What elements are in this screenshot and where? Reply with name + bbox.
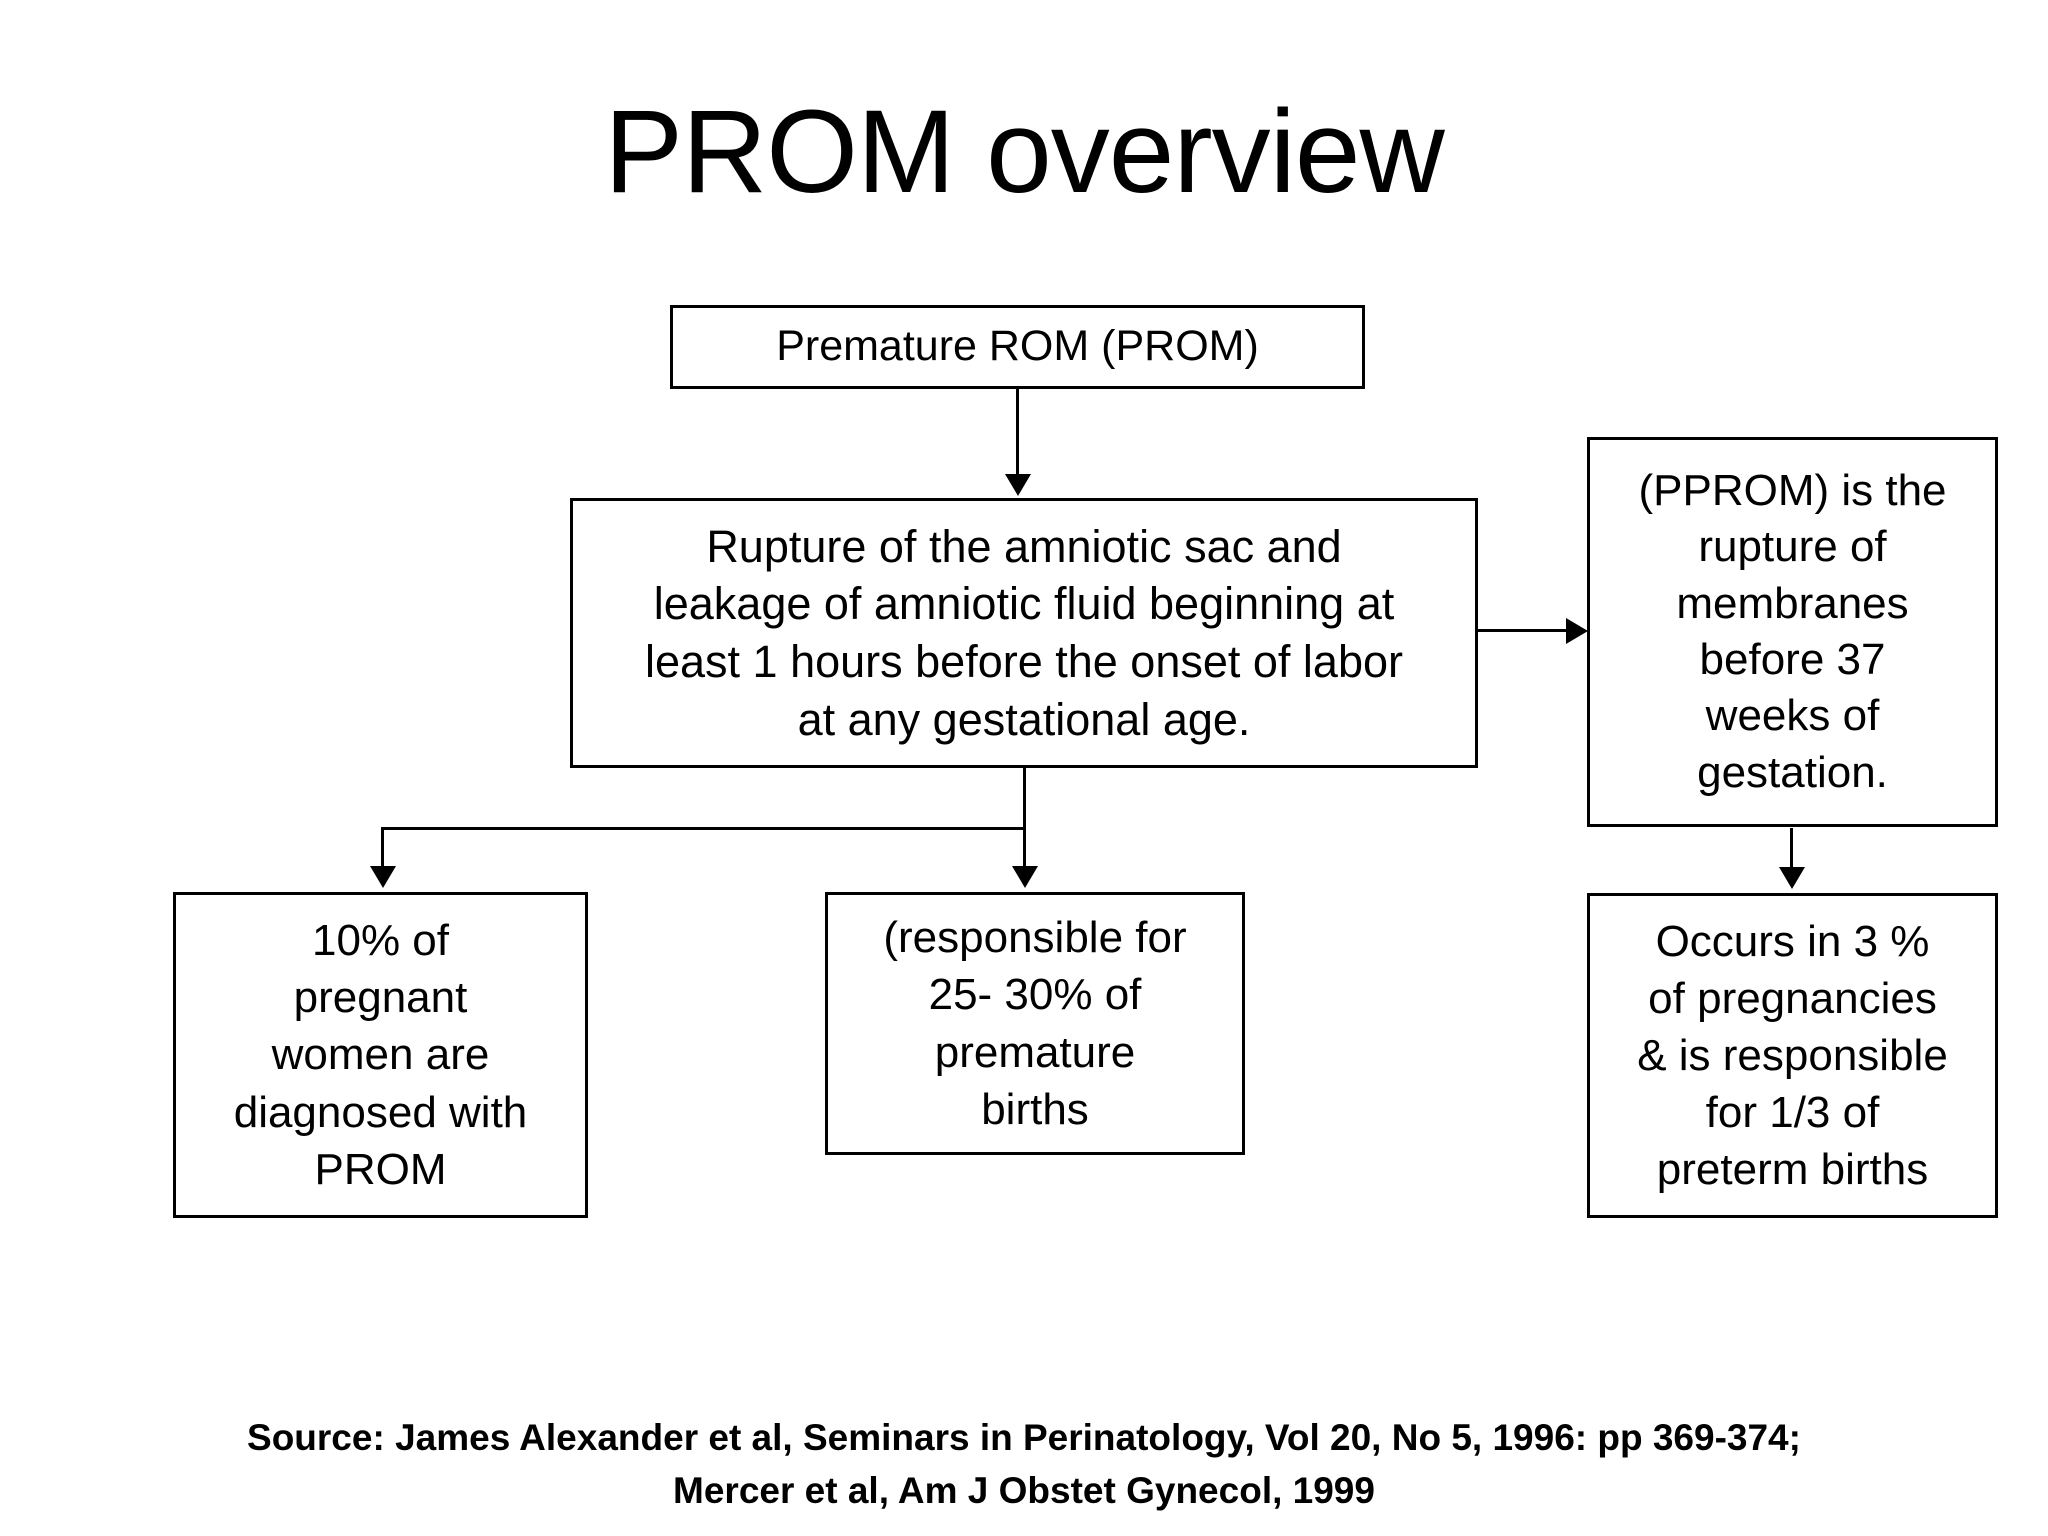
- page-title: PROM overview: [604, 86, 1444, 218]
- node-ten-percent-diagnosed: 10% of pregnant women are diagnosed with…: [173, 892, 588, 1218]
- node-pprom-definition: (PPROM) is the rupture of membranes befo…: [1587, 437, 1998, 827]
- node-prom-definition-label: Rupture of the amniotic sac and leakage …: [645, 520, 1403, 745]
- node-premature-rom-label: Premature ROM (PROM): [776, 322, 1259, 371]
- connector-definition-to-ten-percent: [381, 827, 384, 869]
- source-citation: Source: James Alexander et al, Seminars …: [0, 1412, 2048, 1517]
- node-responsible-premature-births-label: (responsible for 25- 30% of premature bi…: [883, 913, 1187, 1134]
- arrow-down-icon: [1779, 867, 1805, 889]
- node-responsible-premature-births: (responsible for 25- 30% of premature bi…: [825, 892, 1245, 1155]
- node-ten-percent-diagnosed-label: 10% of pregnant women are diagnosed with…: [233, 916, 528, 1194]
- node-occurs-preterm-births: Occurs in 3 % of pregnancies & is respon…: [1587, 893, 1998, 1218]
- node-prom-definition: Rupture of the amniotic sac and leakage …: [570, 498, 1478, 768]
- arrow-down-icon: [1012, 866, 1038, 888]
- arrow-right-icon: [1566, 618, 1588, 644]
- connector-pprom-to-occurs: [1790, 828, 1793, 870]
- connector-definition-to-pprom: [1478, 629, 1570, 632]
- node-occurs-preterm-births-label: Occurs in 3 % of pregnancies & is respon…: [1637, 916, 1948, 1195]
- source-citation-line-1: Source: James Alexander et al, Seminars …: [247, 1417, 1801, 1458]
- source-citation-line-2: Mercer et al, Am J Obstet Gynecol, 1999: [673, 1469, 1375, 1511]
- connector-prom-to-definition: [1016, 389, 1019, 476]
- node-pprom-definition-label: (PPROM) is the rupture of membranes befo…: [1638, 466, 1947, 797]
- arrow-down-icon: [1005, 474, 1031, 496]
- connector-definition-to-responsible: [1023, 827, 1026, 869]
- node-premature-rom: Premature ROM (PROM): [670, 305, 1365, 389]
- connector-definition-branch-trunk: [1023, 768, 1026, 830]
- arrow-down-icon: [370, 866, 396, 888]
- connector-definition-branch-bar: [381, 827, 1026, 830]
